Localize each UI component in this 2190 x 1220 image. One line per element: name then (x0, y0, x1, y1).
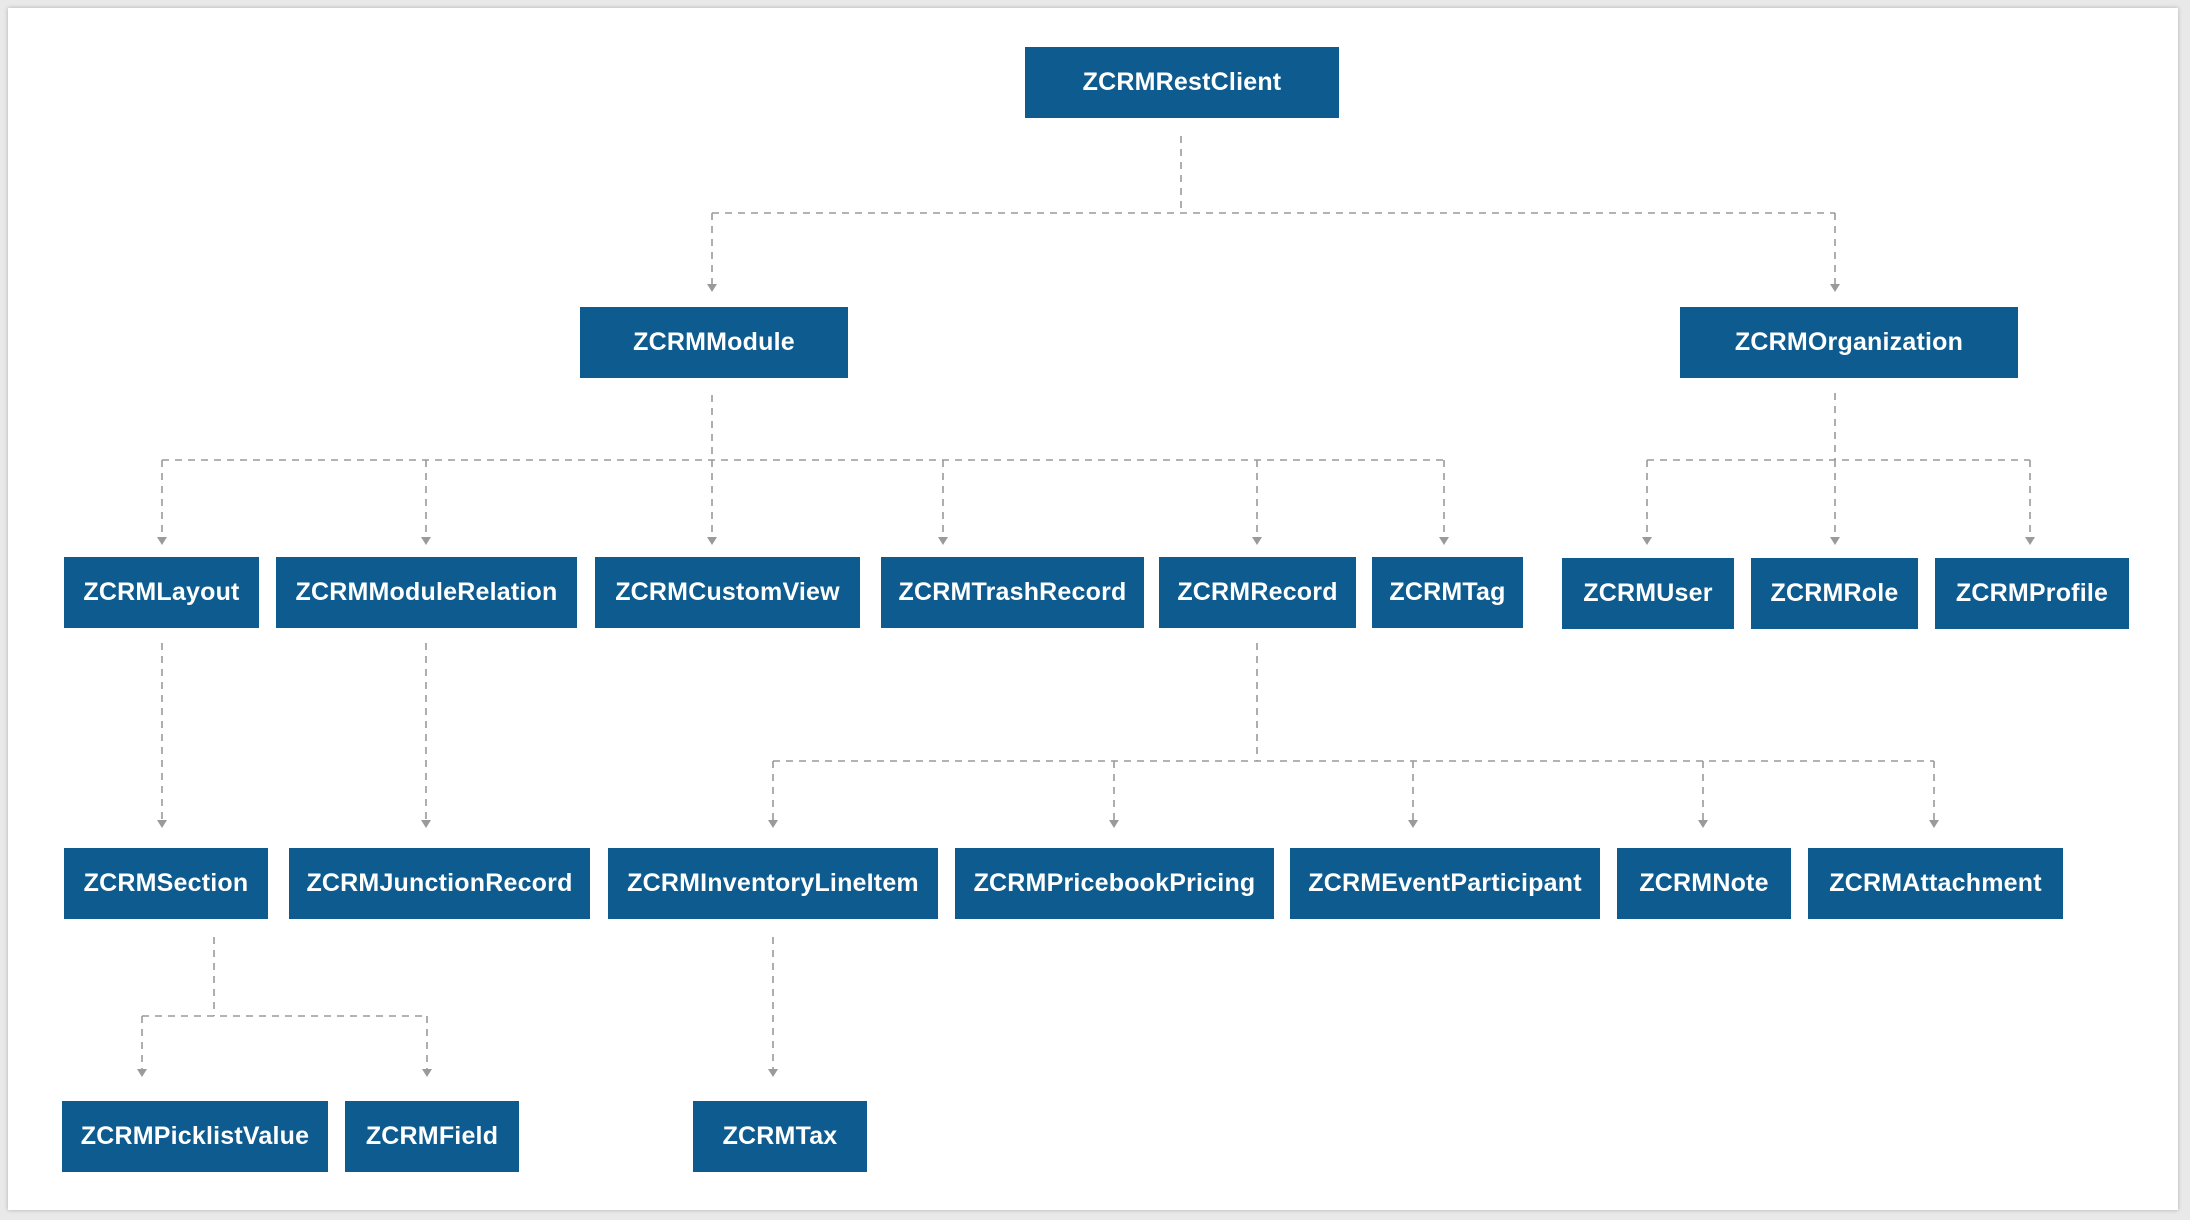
node-zcrm-profile: ZCRMProfile (1935, 558, 2129, 629)
connector-arrowhead (1830, 284, 1840, 292)
node-zcrm-note: ZCRMNote (1617, 848, 1791, 919)
node-zcrm-tag: ZCRMTag (1372, 557, 1523, 628)
node-zcrm-role: ZCRMRole (1751, 558, 1918, 629)
node-zcrm-module: ZCRMModule (580, 307, 848, 378)
connector-arrowhead (707, 537, 717, 545)
node-zcrm-user: ZCRMUser (1562, 558, 1734, 629)
connector-arrowhead (1439, 537, 1449, 545)
connector-arrowhead (421, 537, 431, 545)
connector-arrowhead (707, 284, 717, 292)
connector-arrowhead (137, 1069, 147, 1077)
connector-arrowhead (768, 1069, 778, 1077)
connector-arrowhead (1698, 820, 1708, 828)
connector-arrowhead (157, 820, 167, 828)
connector-arrowhead (157, 537, 167, 545)
connector-arrowhead (1109, 820, 1119, 828)
node-zcrm-section: ZCRMSection (64, 848, 268, 919)
node-zcrm-custom-view: ZCRMCustomView (595, 557, 860, 628)
connector-arrowhead (1929, 820, 1939, 828)
node-zcrm-pricebook-pricing: ZCRMPricebookPricing (955, 848, 1274, 919)
connector-arrowhead (421, 820, 431, 828)
node-zcrm-trash-record: ZCRMTrashRecord (881, 557, 1144, 628)
connector-arrowhead (422, 1069, 432, 1077)
node-zcrm-picklist-value: ZCRMPicklistValue (62, 1101, 328, 1172)
node-zcrm-layout: ZCRMLayout (64, 557, 259, 628)
connector-arrowhead (1830, 537, 1840, 545)
node-zcrm-field: ZCRMField (345, 1101, 519, 1172)
node-zcrm-tax: ZCRMTax (693, 1101, 867, 1172)
connector-arrowhead (1408, 820, 1418, 828)
node-zcrm-rest-client: ZCRMRestClient (1025, 47, 1339, 118)
node-zcrm-event-participant: ZCRMEventParticipant (1290, 848, 1600, 919)
node-zcrm-organization: ZCRMOrganization (1680, 307, 2018, 378)
node-zcrm-attachment: ZCRMAttachment (1808, 848, 2063, 919)
connector-arrowhead (938, 537, 948, 545)
connector-arrowhead (2025, 537, 2035, 545)
connector-arrowhead (1252, 537, 1262, 545)
node-zcrm-module-relation: ZCRMModuleRelation (276, 557, 577, 628)
connector-arrowhead (768, 820, 778, 828)
node-zcrm-junction-record: ZCRMJunctionRecord (289, 848, 590, 919)
node-zcrm-record: ZCRMRecord (1159, 557, 1356, 628)
connector-arrowhead (1642, 537, 1652, 545)
node-zcrm-inventory-line-item: ZCRMInventoryLineItem (608, 848, 938, 919)
